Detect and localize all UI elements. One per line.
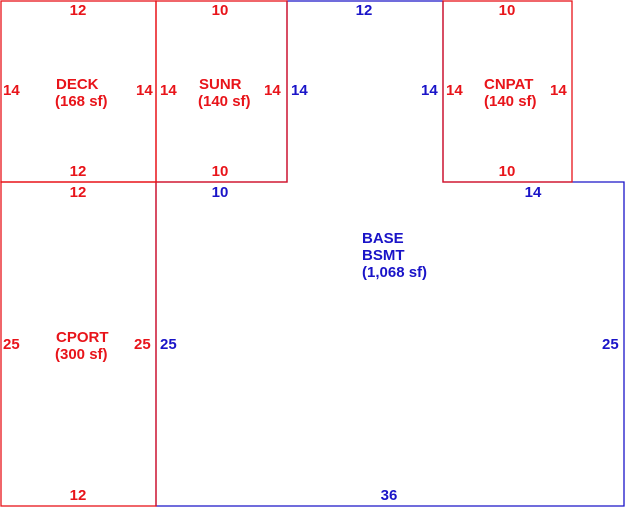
base-step-left-dim: 10	[212, 184, 229, 201]
cnpat-bottom-dim: 10	[499, 163, 516, 180]
sunr-outline	[155, 0, 288, 183]
cnpat-right-dim: 14	[550, 82, 567, 99]
cport-top-dim: 12	[70, 184, 87, 201]
base-left-dim: 25	[160, 336, 177, 353]
base-code-line1: BASE	[362, 230, 404, 247]
cport-code: CPORT	[56, 329, 109, 346]
base-code-line2: BSMT	[362, 247, 405, 264]
base-notch-top-dim: 12	[356, 2, 373, 19]
cport-area: (300 sf)	[55, 346, 108, 363]
cnpat-left-dim: 14	[446, 82, 463, 99]
base-bottom-dim: 36	[381, 487, 398, 504]
deck-left-dim: 14	[3, 82, 20, 99]
deck-bottom-dim: 12	[70, 163, 87, 180]
cnpat-area: (140 sf)	[484, 93, 537, 110]
deck-area: (168 sf)	[55, 93, 108, 110]
deck-code: DECK	[56, 76, 99, 93]
cnpat-code: CNPAT	[484, 76, 533, 93]
base-notch-left-dim: 14	[291, 82, 308, 99]
cnpat-outline	[442, 0, 573, 183]
cport-outline	[0, 181, 157, 507]
sunr-top-dim: 10	[212, 2, 229, 19]
deck-top-dim: 12	[70, 2, 87, 19]
cport-right-dim: 25	[134, 336, 151, 353]
sunr-area: (140 sf)	[198, 93, 251, 110]
sunr-left-dim: 14	[160, 82, 177, 99]
base-notch-right-dim: 14	[421, 82, 438, 99]
cnpat-top-dim: 10	[499, 2, 516, 19]
cport-left-dim: 25	[3, 336, 20, 353]
base-right-dim: 25	[602, 336, 619, 353]
deck-right-dim: 14	[136, 82, 153, 99]
cport-bottom-dim: 12	[70, 487, 87, 504]
sunr-right-dim: 14	[264, 82, 281, 99]
sunr-bottom-dim: 10	[212, 163, 229, 180]
sunr-code: SUNR	[199, 76, 242, 93]
base-step-right-dim: 14	[525, 184, 542, 201]
base-area: (1,068 sf)	[362, 264, 427, 281]
